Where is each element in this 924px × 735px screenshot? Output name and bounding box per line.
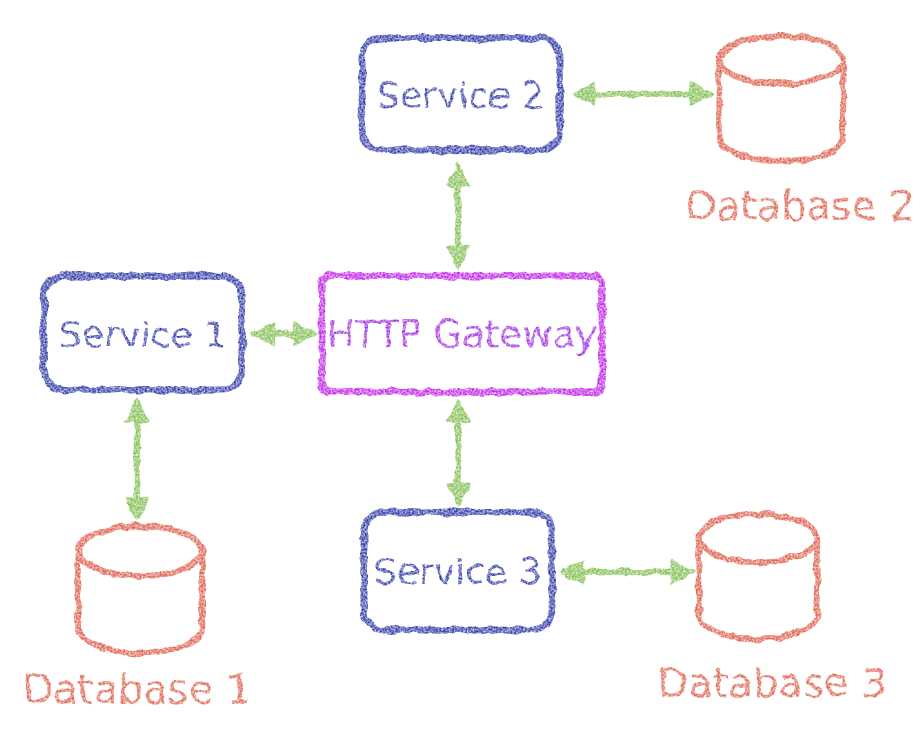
service2-label: Service 2	[377, 76, 544, 117]
service2-node: Service 2	[358, 34, 564, 154]
database2-node: Database 2	[685, 33, 915, 230]
gateway-node: HTTP Gateway	[318, 272, 606, 396]
database1-cylinder-body-icon	[75, 548, 205, 656]
database1-node: Database 1	[22, 523, 252, 713]
database3-cylinder-top-icon	[696, 511, 820, 565]
database2-cylinder-top-icon	[716, 33, 846, 87]
service3-label: Service 3	[374, 552, 541, 593]
database1-label: Database 1	[22, 667, 251, 713]
database2-label: Database 2	[685, 184, 914, 230]
gateway-box	[318, 272, 606, 396]
service1-label: Service 1	[59, 315, 226, 356]
database3-cylinder-body-icon	[696, 535, 820, 642]
database3-label: Database 3	[657, 661, 886, 707]
service3-box	[360, 508, 556, 634]
database2-cylinder-body-icon	[716, 57, 846, 164]
edges-layer	[124, 81, 716, 585]
service1-box	[40, 272, 246, 394]
service2-box	[358, 34, 564, 154]
service3-node: Service 3	[360, 508, 556, 634]
gateway-label: HTTP Gateway	[327, 313, 597, 356]
service1-node: Service 1	[40, 272, 246, 394]
database3-node: Database 3	[657, 511, 887, 707]
database1-cylinder-top-icon	[75, 523, 205, 579]
